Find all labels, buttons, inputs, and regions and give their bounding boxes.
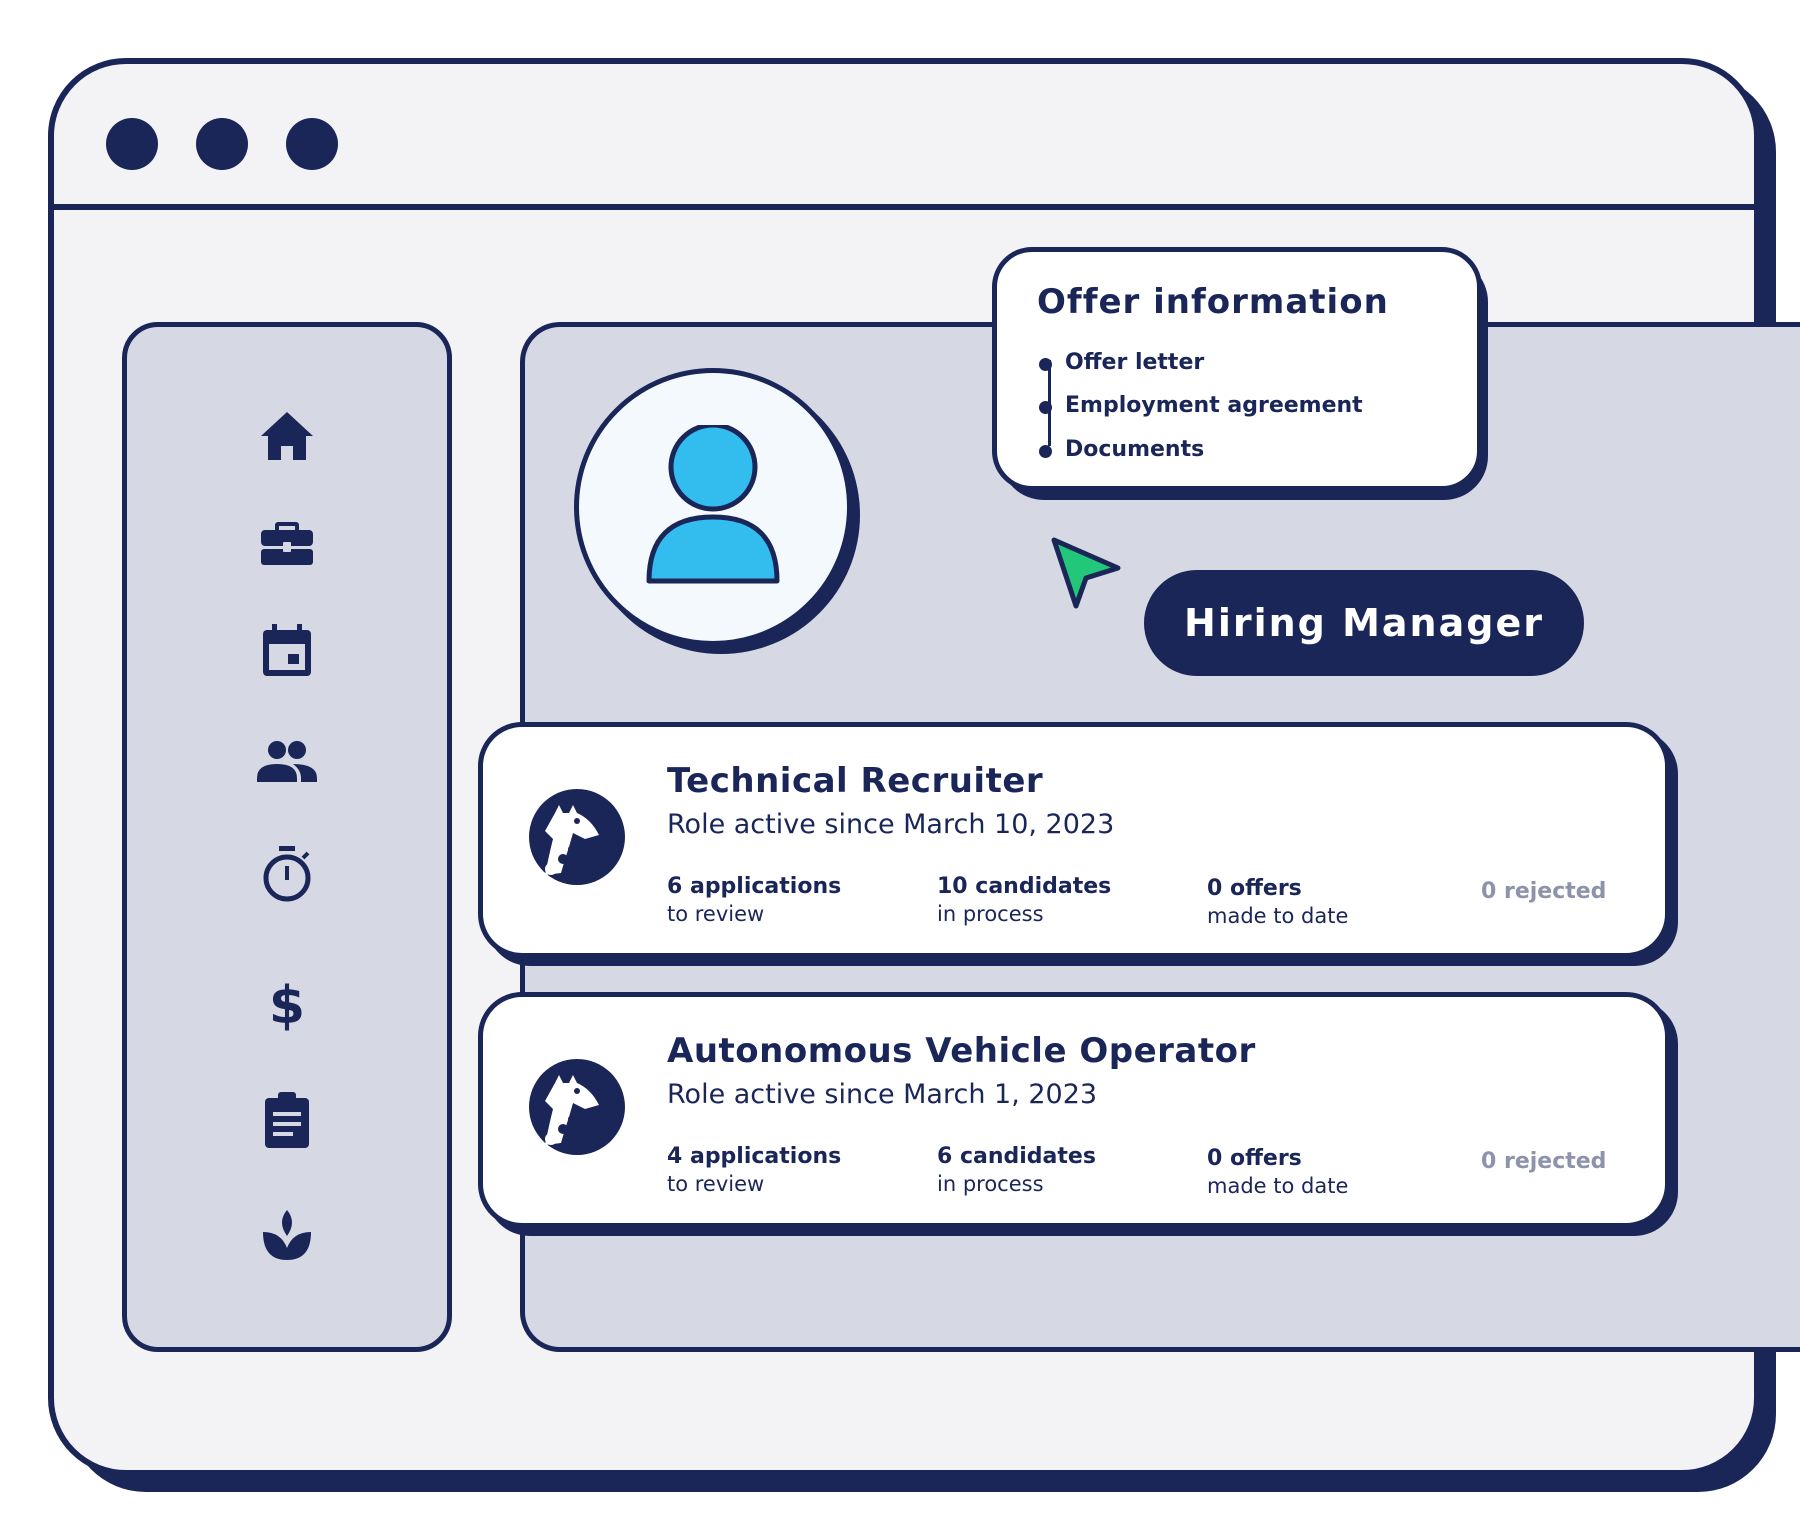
stat-applications[interactable]: 6 applications to review [667,873,841,927]
stat-caption: to review [667,1172,765,1196]
stat-caption: made to date [1207,1174,1349,1198]
hiring-manager-button[interactable]: Hiring Manager [1144,570,1584,676]
role-active-since: Role active since March 10, 2023 [667,809,1115,840]
stat-value: 6 applications [667,874,842,899]
close-dot[interactable] [106,118,158,170]
role-card[interactable]: Autonomous Vehicle Operator Role active … [478,992,1670,1228]
titlebar-divider [54,204,1754,210]
clipboard-icon[interactable] [253,1086,321,1154]
offer-info-popover: Offer information Offer letter Employmen… [992,247,1482,491]
stat-candidates[interactable]: 10 candidates in process [937,873,1111,927]
offer-info-title: Offer information [1037,282,1389,322]
role-active-since: Role active since March 1, 2023 [667,1079,1098,1110]
stopwatch-icon[interactable] [253,840,321,908]
stat-candidates[interactable]: 6 candidates in process [937,1143,1096,1197]
timeline-bullet [1039,358,1052,371]
stat-caption: made to date [1207,904,1349,928]
maximize-dot[interactable] [286,118,338,170]
offer-item-label: Employment agreement [1065,393,1363,418]
stat-rejected[interactable]: 0 rejected [1481,1149,1607,1174]
giraffe-logo-icon [527,787,627,887]
lotus-icon[interactable] [253,1202,321,1270]
sidebar [122,322,452,1352]
stat-value: 0 offers [1207,1146,1302,1171]
offer-item-label: Documents [1065,437,1205,462]
svg-text:$: $ [269,976,305,1036]
home-icon[interactable] [253,402,321,470]
calendar-icon[interactable] [253,616,321,684]
minimize-dot[interactable] [196,118,248,170]
timeline-bullet [1039,401,1052,414]
stat-rejected[interactable]: 0 rejected [1481,879,1607,904]
timeline-bullet [1039,445,1052,458]
stat-value: 6 candidates [937,1144,1096,1169]
stat-value: 4 applications [667,1144,842,1169]
offer-item-label: Offer letter [1065,350,1205,375]
cursor-arrow-icon [1046,534,1126,614]
stat-value: 0 offers [1207,876,1302,901]
role-title[interactable]: Technical Recruiter [667,761,1044,801]
stat-caption: in process [937,902,1044,926]
dollar-icon[interactable]: $ [253,968,321,1036]
giraffe-logo-icon [527,1057,627,1157]
stat-caption: to review [667,902,765,926]
people-icon[interactable] [253,726,321,794]
stat-caption: in process [937,1172,1044,1196]
stat-offers[interactable]: 0 offers made to date [1207,875,1348,929]
stat-value: 10 candidates [937,874,1112,899]
avatar [574,368,852,646]
role-title[interactable]: Autonomous Vehicle Operator [667,1031,1256,1071]
stat-offers[interactable]: 0 offers made to date [1207,1145,1348,1199]
role-card[interactable]: Technical Recruiter Role active since Ma… [478,722,1670,958]
user-icon [646,425,780,584]
briefcase-icon[interactable] [253,506,321,574]
stat-applications[interactable]: 4 applications to review [667,1143,841,1197]
